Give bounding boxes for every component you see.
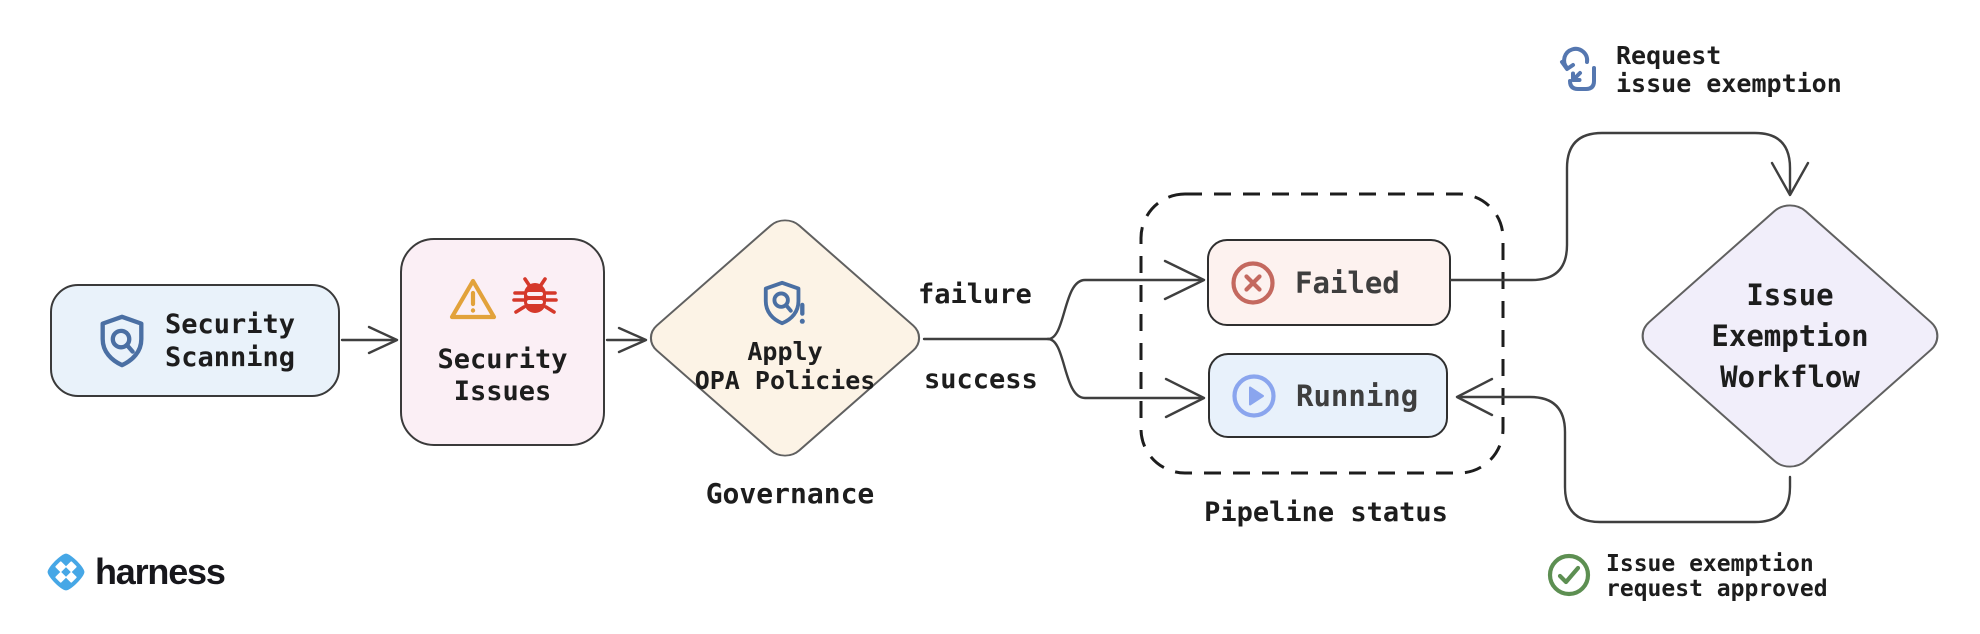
approved-label: Issue exemption request approved [1606, 551, 1828, 602]
issue-exemption-workflow-label: Issue Exemption Workflow [1711, 277, 1869, 394]
security-issues-label: Security Issues [437, 344, 568, 407]
brand-wordmark: harness [95, 551, 226, 592]
check-circle-icon [1546, 552, 1592, 598]
edge-success [1046, 337, 1203, 400]
failure-edge-label: failure [918, 279, 1032, 310]
request-exemption-annotation: Request issue exemption [1554, 42, 1842, 98]
brand-logo: harness [46, 551, 226, 593]
pipeline-status-caption: Pipeline status [1204, 497, 1448, 528]
security-scanning-node: Security Scanning [50, 284, 340, 397]
request-exemption-label: Request issue exemption [1616, 41, 1842, 98]
harness-logo-icon [46, 552, 86, 592]
edge-failure [1046, 278, 1203, 341]
running-status-node: Running [1208, 353, 1448, 438]
circled-play-icon [1230, 372, 1278, 420]
apply-opa-policies-content: Apply OPA Policies [675, 243, 895, 431]
issue-icons [448, 276, 558, 322]
warning-triangle-icon [448, 276, 498, 322]
shield-search-icon [95, 313, 149, 369]
governance-caption: Governance [705, 477, 875, 510]
failed-status-node: Failed [1207, 239, 1451, 326]
success-edge-label: success [924, 364, 1038, 395]
security-scanning-label: Security Scanning [164, 308, 296, 373]
failed-label: Failed [1295, 265, 1400, 300]
running-label: Running [1296, 378, 1419, 413]
issue-exemption-workflow-content: Issue Exemption Workflow [1665, 266, 1915, 406]
apply-opa-policies-label: Apply OPA Policies [694, 337, 876, 395]
tap-gesture-icon [1554, 42, 1602, 94]
approved-annotation: Issue exemption request approved [1546, 552, 1828, 602]
bug-icon [511, 277, 558, 321]
circled-x-icon [1229, 259, 1277, 307]
security-issues-node: Security Issues [400, 238, 605, 446]
shield-policy-icon [761, 279, 809, 329]
